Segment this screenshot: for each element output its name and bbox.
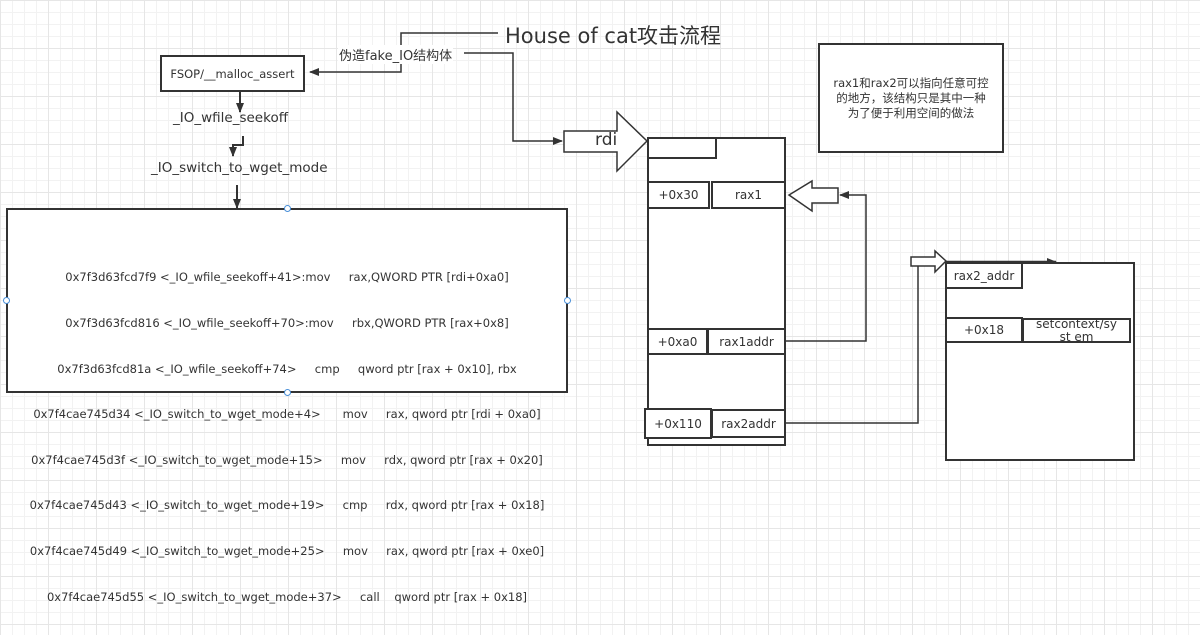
fake-io-header-cell: [647, 137, 717, 159]
rdi-arrow-icon: [563, 110, 649, 173]
step-seekoff-label: _IO_wfile_seekoff: [173, 110, 289, 126]
resize-handle-top[interactable]: [284, 205, 291, 212]
value-cell-text: setcontext/syst em: [1036, 318, 1117, 343]
note-line: 为了便于利用空间的做法: [847, 105, 975, 120]
offset-cell: +0xa0: [647, 328, 708, 355]
resize-handle-right[interactable]: [564, 297, 571, 304]
code-line: 0x7f4cae745d34 <_IO_switch_to_wget_mode+…: [33, 407, 541, 422]
note-box: rax1和rax2可以指向任意可控 的地方，该结构只是其中一种 为了便于利用空间…: [818, 43, 1004, 153]
fake-io-label: 伪造fake_IO结构体: [338, 45, 454, 64]
rax1-arrow-icon: [787, 179, 839, 213]
rax2addr-to-struct-connector: [785, 262, 919, 424]
value-cell: setcontext/syst em: [1022, 318, 1131, 343]
diagram-title: House of cat攻击流程: [505, 24, 722, 48]
code-line: 0x7f4cae745d3f <_IO_switch_to_wget_mode+…: [31, 452, 543, 467]
code-line: 0x7f4cae745d49 <_IO_switch_to_wget_mode+…: [29, 544, 545, 559]
resize-handle-left[interactable]: [3, 297, 10, 304]
note-line: rax1和rax2可以指向任意可控: [833, 75, 989, 90]
arrow-to-wget-mode: [229, 136, 244, 157]
rdi-label: rdi: [595, 130, 618, 150]
fake-io-to-rdi-connector: [464, 52, 563, 145]
entry-box: FSOP/__malloc_assert: [160, 55, 305, 92]
offset-cell: +0x110: [644, 408, 712, 439]
offset-cell: +0x18: [945, 317, 1023, 343]
value-cell: rax1addr: [707, 328, 786, 355]
offset-cell: +0x30: [647, 181, 710, 209]
entry-box-label: FSOP/__malloc_assert: [170, 66, 295, 81]
code-line: 0x7f4cae745d55 <_IO_switch_to_wget_mode+…: [46, 589, 527, 604]
note-line: 的地方，该结构只是其中一种: [836, 90, 986, 105]
resize-handle-bottom[interactable]: [284, 389, 291, 396]
code-box[interactable]: 0x7f3d63fcd7f9 <_IO_wfile_seekoff+41>:mo…: [6, 208, 568, 604]
rax2-struct: [945, 262, 1135, 461]
code-lines: 0x7f3d63fcd7f9 <_IO_wfile_seekoff+41>:mo…: [8, 240, 566, 635]
code-line: 0x7f3d63fcd816 <_IO_wfile_seekoff+70>:mo…: [65, 316, 509, 331]
rax1addr-to-rax1-connector: [785, 191, 867, 342]
rax2-arrow-icon: [910, 249, 948, 274]
code-line: 0x7f3d63fcd81a <_IO_wfile_seekoff+74> cm…: [57, 361, 517, 376]
code-line: 0x7f3d63fcd7f9 <_IO_wfile_seekoff+41>:mo…: [65, 270, 509, 285]
step-wget-mode-label: _IO_switch_to_wget_mode: [151, 160, 328, 176]
rax2-header-cell: rax2_addr: [945, 262, 1023, 289]
value-cell: rax2addr: [711, 409, 786, 438]
value-cell: rax1: [711, 181, 786, 209]
code-line: 0x7f4cae745d43 <_IO_switch_to_wget_mode+…: [29, 498, 545, 513]
